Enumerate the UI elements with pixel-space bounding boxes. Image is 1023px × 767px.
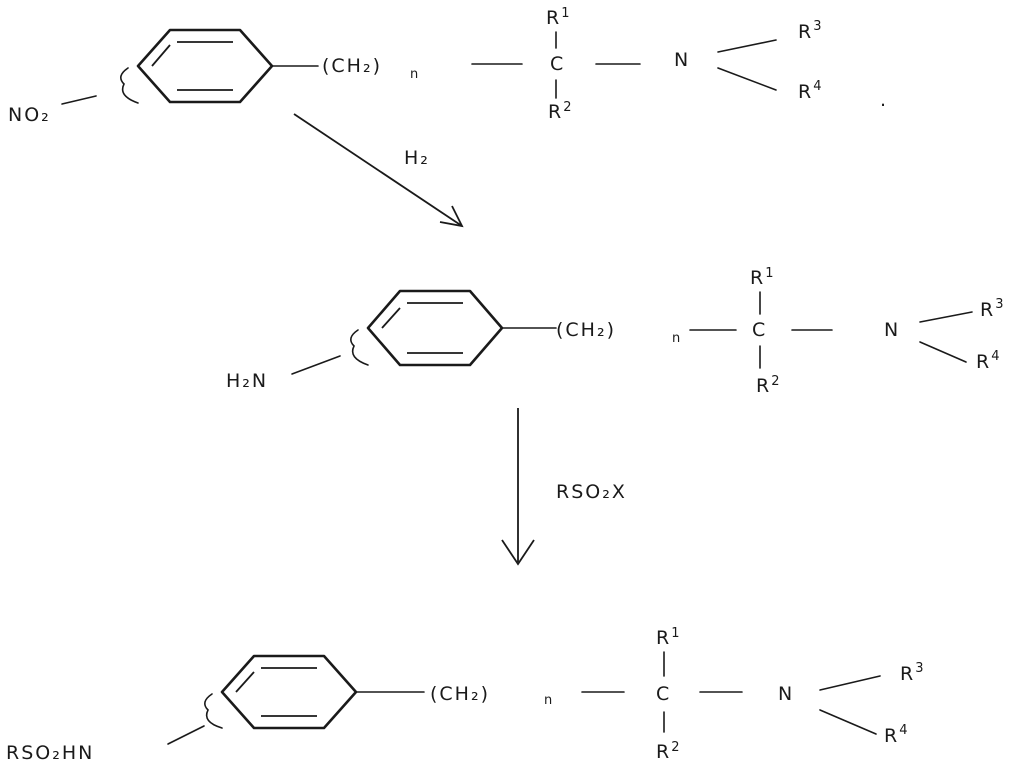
chain-index: n	[544, 693, 554, 708]
central-carbon-label: C	[752, 319, 767, 341]
methylene-chain-label: (CH₂)	[556, 319, 616, 341]
nitro-group-label: NO₂	[8, 104, 51, 126]
substituent-brace	[205, 694, 222, 728]
nitrogen-label: N	[778, 683, 794, 705]
nitrogen-r3-bond	[920, 312, 972, 322]
substituent-bond	[62, 96, 96, 104]
amino-group-label: H₂N	[226, 370, 268, 392]
molecule-nitro-compound: NO₂ (CH₂) n C R1 R2 N R3 R4 .	[8, 6, 888, 126]
nitrogen-r4-bond	[920, 342, 966, 362]
reagent-label-2: RSO₂X	[556, 481, 627, 503]
step-hydrogenation: H₂	[294, 114, 462, 226]
end-mark: .	[880, 89, 888, 111]
r3-label: R3	[900, 661, 925, 685]
chain-index: n	[410, 67, 420, 82]
nitrogen-label: N	[884, 319, 900, 341]
methylene-chain-label: (CH₂)	[430, 683, 490, 705]
nitrogen-r4-bond	[718, 68, 776, 90]
methylene-chain-label: (CH₂)	[322, 55, 382, 77]
reaction-arrow-1	[294, 114, 462, 226]
nitrogen-label: N	[674, 49, 690, 71]
nitrogen-r3-bond	[820, 676, 880, 690]
molecule-amine-compound: H₂N (CH₂) n C R1 R2 N R3 R4	[226, 266, 1005, 397]
step-sulfonylation: RSO₂X	[502, 408, 627, 564]
substituent-bond	[292, 356, 340, 374]
r1-label: R1	[656, 626, 681, 649]
r4-label: R4	[798, 79, 823, 103]
benzene-ring	[368, 291, 502, 365]
substituent-bond	[168, 726, 204, 744]
nitrogen-r3-bond	[718, 40, 776, 52]
reagent-label-1: H₂	[404, 147, 430, 169]
r4-label: R4	[884, 723, 909, 747]
r2-label: R2	[548, 100, 573, 123]
chain-index: n	[672, 331, 682, 346]
r1-label: R1	[546, 6, 571, 29]
r2-label: R2	[756, 374, 781, 397]
sulfonamide-group-label: RSO₂HN	[6, 742, 94, 764]
substituent-brace	[121, 68, 138, 103]
r4-label: R4	[976, 349, 1001, 373]
nitrogen-r4-bond	[820, 710, 876, 734]
r1-label: R1	[750, 266, 775, 289]
substituent-brace	[351, 330, 368, 365]
central-carbon-label: C	[550, 53, 565, 75]
r2-label: R2	[656, 740, 681, 763]
r3-label: R3	[980, 297, 1005, 321]
benzene-ring	[138, 30, 272, 102]
r3-label: R3	[798, 19, 823, 43]
central-carbon-label: C	[656, 683, 671, 705]
benzene-ring	[222, 656, 356, 728]
molecule-sulfonamide-compound: RSO₂HN (CH₂) n C R1 R2 N R3 R4	[6, 626, 925, 764]
